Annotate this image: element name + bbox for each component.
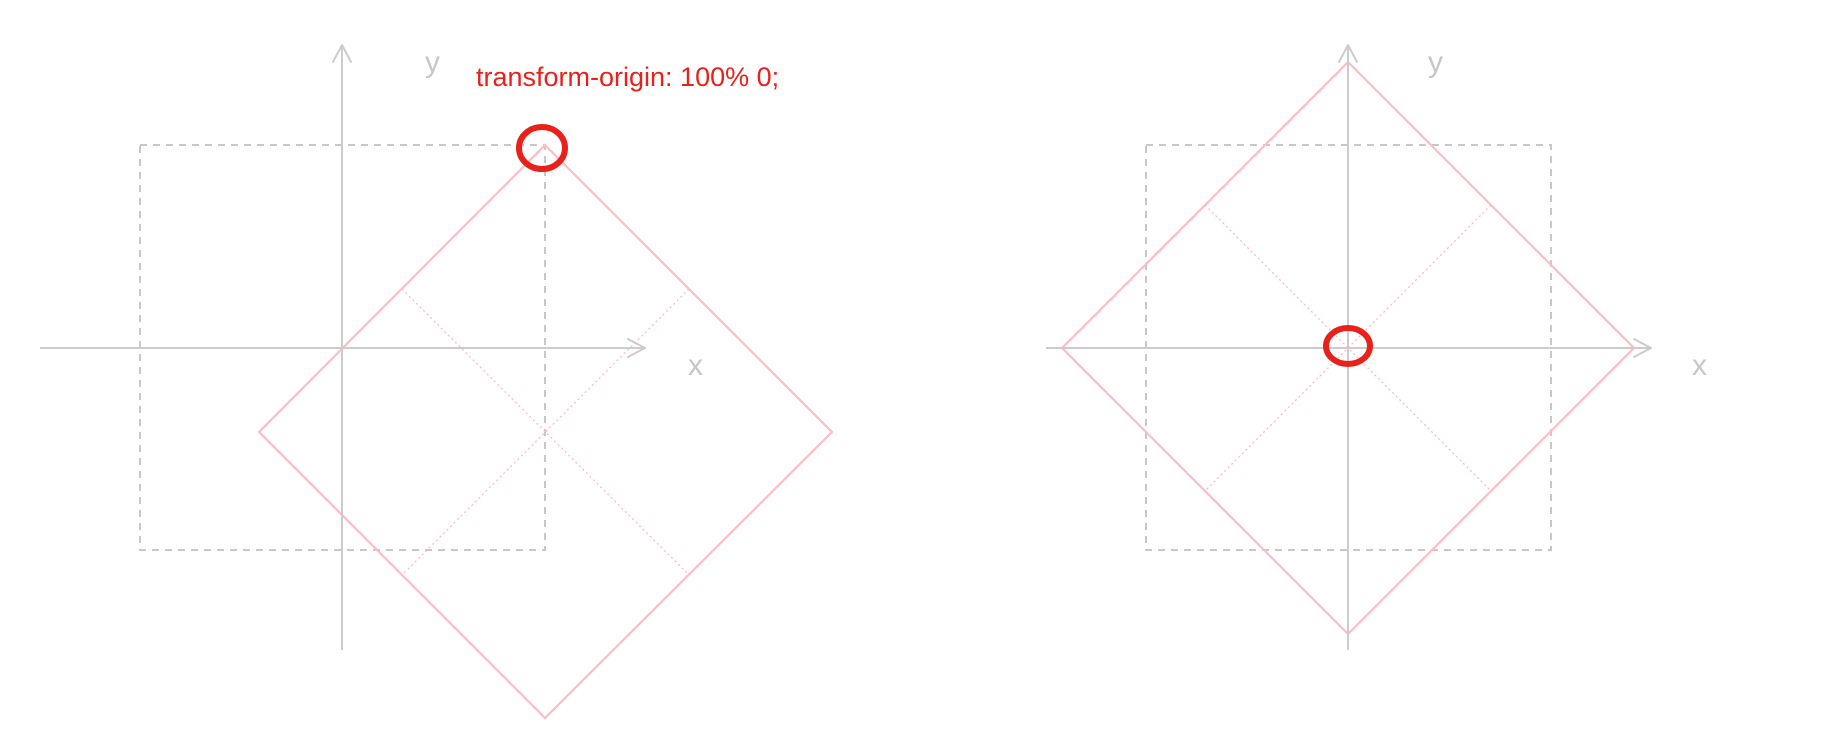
right-y-axis-arrow	[1338, 44, 1358, 63]
right-x-axis-arrow	[1633, 338, 1652, 358]
right-panel: x y	[1046, 44, 1707, 650]
right-x-axis-label: x	[1692, 349, 1707, 382]
left-x-axis-arrow	[627, 338, 646, 358]
right-origin-marker	[1323, 325, 1373, 367]
transform-origin-caption: transform-origin: 100% 0;	[476, 62, 779, 92]
right-y-axis-label: y	[1428, 46, 1443, 79]
left-origin-marker	[516, 124, 568, 172]
left-x-axis-label: x	[688, 349, 703, 382]
left-rotated-square	[257, 143, 834, 720]
left-y-axis-label: y	[425, 46, 440, 79]
left-y-axis-arrow	[332, 44, 352, 63]
left-panel: x y transform-origin: 100% 0;	[40, 44, 834, 720]
